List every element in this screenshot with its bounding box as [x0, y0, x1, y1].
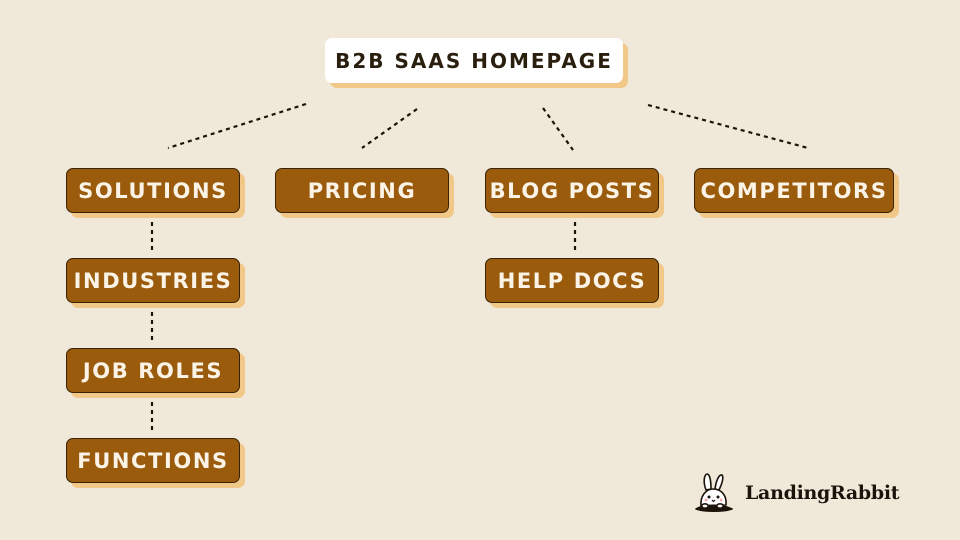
brand-name: LandingRabbit — [745, 482, 900, 504]
node-help-docs: HELP DOCS — [485, 258, 659, 303]
rabbit-icon — [695, 473, 733, 513]
node-job-roles: JOB ROLES — [66, 348, 240, 393]
brand-logo: LandingRabbit — [693, 472, 900, 514]
node-pricing: PRICING — [275, 168, 449, 213]
connector-root-solutions — [167, 102, 307, 150]
node-industries: INDUSTRIES — [66, 258, 240, 303]
node-blog-posts: BLOG POSTS — [485, 168, 659, 213]
connector-root-blog-posts — [542, 107, 574, 151]
root-node: B2B SAAS HOMEPAGE — [325, 38, 623, 83]
node-functions: FUNCTIONS — [66, 438, 240, 483]
connector-root-pricing — [361, 108, 418, 149]
node-solutions: SOLUTIONS — [66, 168, 240, 213]
connector-root-competitors — [647, 103, 809, 150]
node-competitors: COMPETITORS — [694, 168, 894, 213]
